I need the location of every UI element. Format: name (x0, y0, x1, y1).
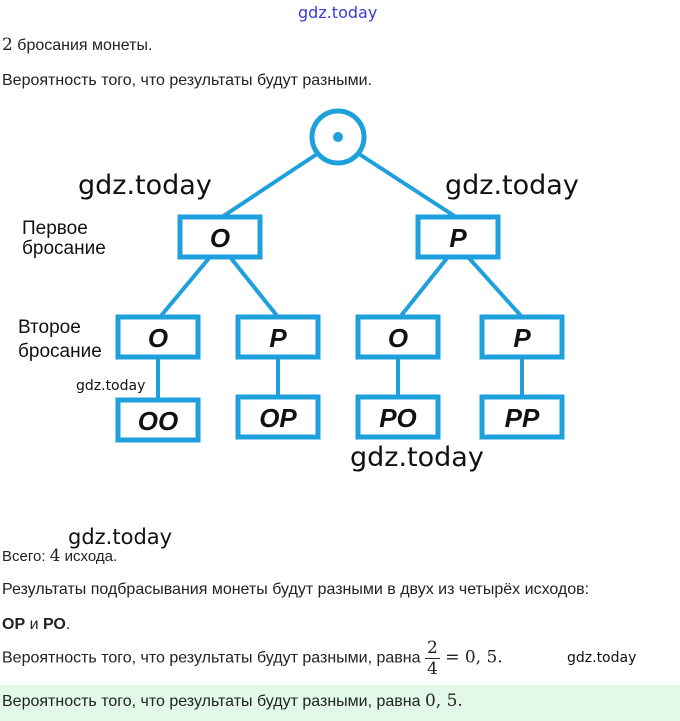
question-text: Вероятность того, что результаты будут р… (2, 72, 373, 89)
watermark: gdz.today (78, 170, 212, 201)
watermark: gdz.today (76, 378, 146, 394)
svg-text:Р: Р (513, 323, 531, 353)
outcome-node: РО (355, 394, 441, 440)
svg-text:ОР: ОР (259, 403, 297, 433)
svg-text:О: О (388, 323, 408, 353)
level2-node: О (355, 314, 441, 360)
watermark: gdz.today (445, 170, 579, 201)
watermark: gdz.today (350, 442, 484, 473)
svg-text:Р: Р (269, 323, 287, 353)
level1-node: Р (415, 214, 501, 260)
watermark: gdz.today (298, 3, 378, 22)
probability-tree-diagram: Первое бросание Второе бросание О Р О Р … (18, 108, 565, 443)
svg-text:ОО: ОО (138, 406, 178, 436)
outcome-node: РР (479, 394, 565, 440)
tree-edges (156, 150, 524, 400)
svg-text:Р: Р (449, 223, 467, 253)
svg-text:бросание: бросание (18, 341, 102, 362)
answer-box: Вероятность того, что результаты будут р… (0, 685, 680, 721)
result-text: Результаты подбрасывания монеты будут ра… (2, 581, 590, 598)
level2-node: Р (235, 314, 321, 360)
label-second-throw: Второе (18, 317, 81, 338)
level2-node: Р (479, 314, 565, 360)
svg-text:бросание: бросание (22, 238, 106, 259)
svg-text:РО: РО (379, 403, 417, 433)
level1-node: О (177, 214, 263, 260)
svg-text:О: О (210, 223, 230, 253)
outcome-node: ОО (115, 397, 201, 443)
intro-text: 2 бросания монеты. (2, 35, 153, 55)
svg-text:РР: РР (505, 403, 540, 433)
level2-node: О (115, 314, 201, 360)
favorable-outcomes: ОР и РО. (2, 616, 71, 633)
svg-text:О: О (148, 323, 168, 353)
total-text: Всего: 4 исхода. (2, 546, 118, 566)
probability-text: Вероятность того, что результаты будут р… (2, 638, 503, 679)
answer-text: Вероятность того, что результаты будут р… (2, 691, 463, 711)
watermark: gdz.today (567, 650, 637, 666)
watermark: gdz.today (68, 525, 173, 549)
label-first-throw: Первое (22, 218, 88, 239)
outcome-node: ОР (235, 394, 321, 440)
